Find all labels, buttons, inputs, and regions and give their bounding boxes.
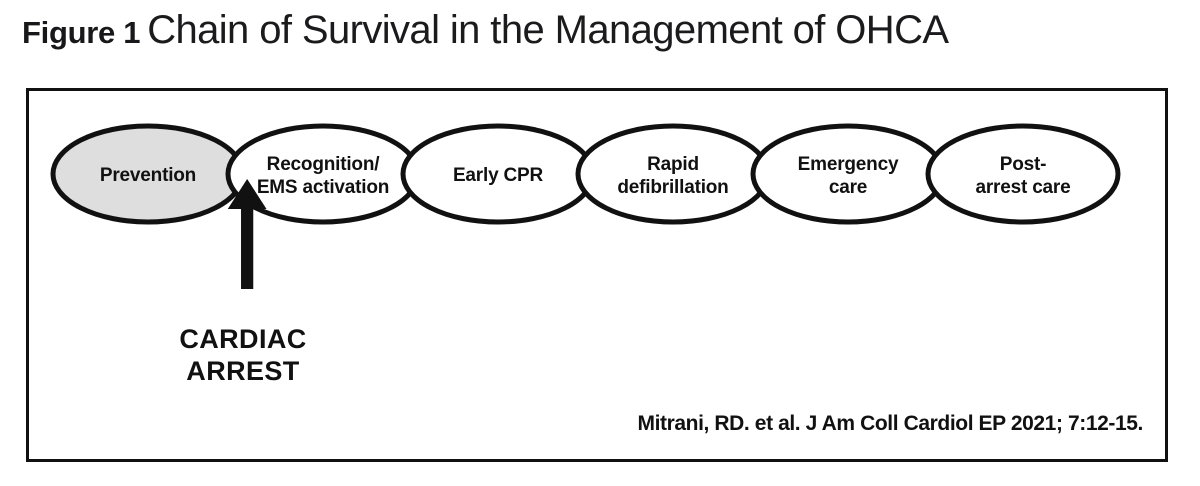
- up-arrow-icon: [227, 179, 267, 289]
- figure-frame: Prevention Recognition/ EMS activation E…: [26, 88, 1168, 462]
- chain-link-label-line1: Post-: [1000, 154, 1047, 175]
- chain-link-label-line1: Prevention: [100, 165, 196, 186]
- chain-link-label-line1: Rapid: [647, 154, 699, 175]
- chain-link-early-cpr[interactable]: Early CPR: [400, 123, 596, 225]
- chain-link-post-arrest-care[interactable]: Post- arrest care: [925, 123, 1121, 225]
- chain-link-label-line2: care: [829, 177, 867, 198]
- chain-link-label-line1: Emergency: [798, 154, 899, 175]
- figure-title-text: Chain of Survival in the Management of O…: [147, 8, 949, 52]
- chain-link-label-line2: arrest care: [976, 177, 1071, 198]
- chain-link-label-line1: Recognition/: [267, 154, 381, 175]
- citation-text: Mitrani, RD. et al. J Am Coll Cardiol EP…: [637, 412, 1143, 435]
- chain-of-survival-diagram: Prevention Recognition/ EMS activation E…: [29, 91, 1171, 465]
- cardiac-arrest-label-line1: CARDIAC: [179, 324, 306, 354]
- chain-link-emergency-care[interactable]: Emergency care: [750, 123, 946, 225]
- chain-link-label-line1: Early CPR: [453, 165, 544, 186]
- cardiac-arrest-label-line2: ARREST: [186, 356, 300, 386]
- chain-link-prevention[interactable]: Prevention: [50, 123, 246, 225]
- chain-link-label-line2: defibrillation: [617, 177, 728, 198]
- chain-link-label-line2: EMS activation: [257, 177, 389, 198]
- figure-number-label: Figure 1: [22, 15, 141, 50]
- chain-link-ellipse: [925, 123, 1121, 225]
- cardiac-arrest-annotation: CARDIAC ARREST: [179, 324, 306, 386]
- chain-link-rapid-defibrillation[interactable]: Rapid defibrillation: [575, 123, 771, 225]
